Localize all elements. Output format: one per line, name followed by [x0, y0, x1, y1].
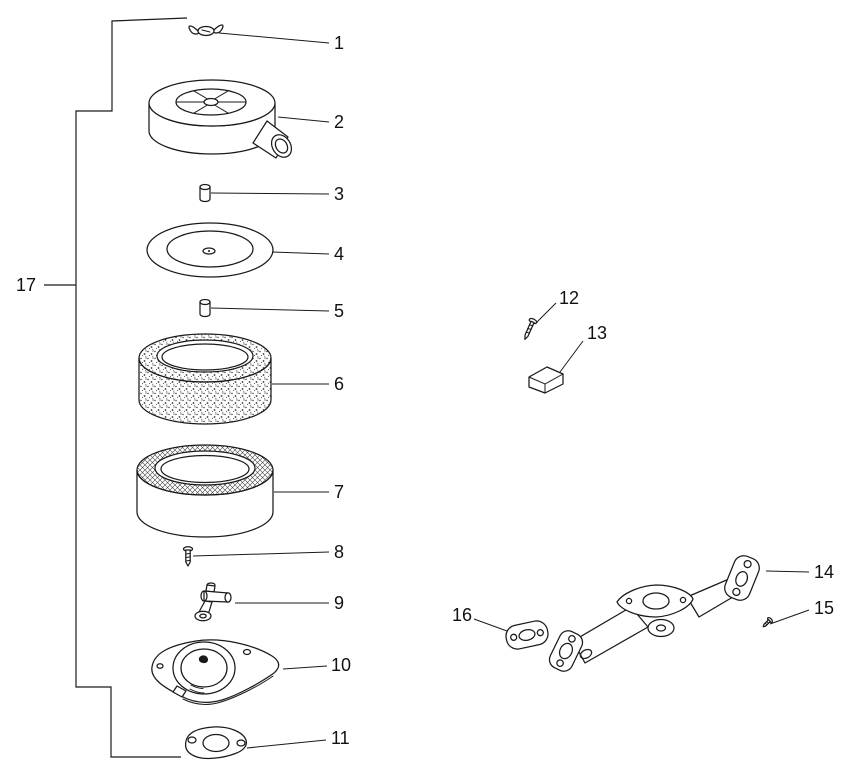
part-label-16: 16 [452, 605, 472, 625]
part-label-10: 10 [331, 655, 351, 675]
baffle-drawing [528, 366, 564, 394]
part-label-8: 8 [334, 542, 344, 562]
leader-line-11 [246, 739, 327, 749]
part-label-11: 11 [331, 728, 350, 748]
screw-small-drawing [182, 546, 194, 567]
leader-line-13 [559, 340, 584, 373]
part-labels: 1 2 3 4 5 6 7 8 9 10 11 12 13 14 15 16 1… [16, 33, 834, 748]
part-label-15: 15 [814, 598, 834, 618]
elbow-fitting-drawing [194, 582, 232, 622]
intake-manifold-drawing [548, 555, 760, 672]
leader-line-8 [192, 551, 330, 557]
part-label-3: 3 [334, 184, 344, 204]
part-label-14: 14 [814, 562, 834, 582]
part-label-7: 7 [334, 482, 344, 502]
screw-tiny-drawing [762, 616, 774, 628]
base-gasket-drawing [184, 726, 248, 760]
foam-element-drawing [138, 333, 272, 425]
wing-nut-drawing [188, 24, 224, 37]
element-cover-plate-drawing [146, 222, 274, 278]
leader-line-5 [210, 307, 330, 312]
leader-line-15 [769, 609, 810, 625]
flange-gasket-drawing [505, 620, 549, 650]
leader-line-1 [218, 32, 330, 44]
leader-line-12 [534, 302, 557, 325]
part-label-4: 4 [334, 244, 344, 264]
assembly-bracket [44, 17, 188, 758]
part-label-9: 9 [334, 593, 344, 613]
leader-line-4 [271, 251, 330, 255]
leader-line-14 [765, 570, 810, 573]
part-label-1: 1 [334, 33, 344, 53]
part-label-13: 13 [587, 323, 607, 343]
spacer-lower-drawing [199, 298, 211, 318]
part-label-2: 2 [334, 112, 344, 132]
leader-line-2 [277, 116, 330, 123]
paper-element-drawing [136, 444, 274, 538]
air-cleaner-base-drawing [151, 639, 280, 705]
part-label-5: 5 [334, 301, 344, 321]
leader-line-3 [210, 192, 330, 195]
part-label-17: 17 [16, 275, 36, 295]
leader-line-10 [282, 665, 328, 670]
spacer-upper-drawing [199, 183, 211, 203]
air-cleaner-cover-drawing [148, 79, 293, 159]
screw-angled-drawing [524, 317, 538, 340]
leader-lines [192, 32, 810, 749]
leader-line-16 [473, 618, 508, 632]
part-label-12: 12 [559, 288, 579, 308]
part-label-6: 6 [334, 374, 344, 394]
